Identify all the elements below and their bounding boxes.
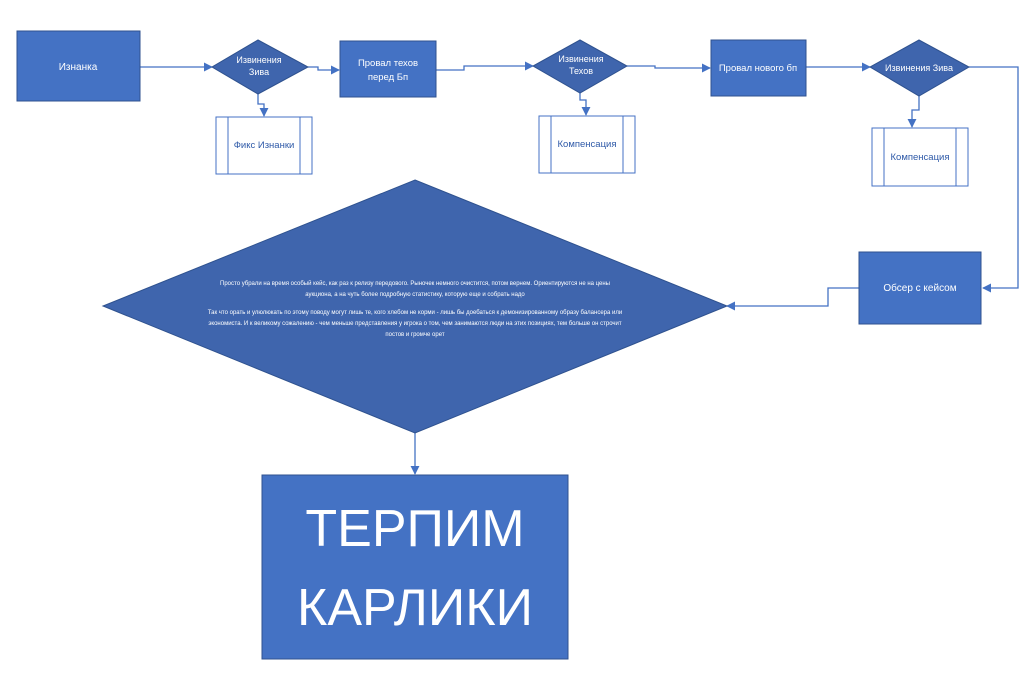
decision-big-line5: экономиста. И к великому сожалению - чем…	[208, 321, 622, 327]
process-proval-tehov: Провал техов перед Бп	[339, 40, 437, 98]
decision-1-label-line2: Зива	[249, 67, 269, 77]
connector-decision3-to-obser	[969, 66, 1019, 293]
decision-1: Извинения Зива	[211, 39, 310, 95]
connector-decision3-to-kompensaciya2	[907, 96, 920, 128]
process-proval-tehov-label-line1: Провал техов	[358, 58, 418, 69]
process-iznanka-label: Изнанка	[59, 62, 98, 73]
decision-1-label-line1: Извинения	[236, 55, 281, 65]
connector-decision1-to-fix	[257, 94, 269, 117]
process-proval-bp-label: Провал нового бп	[719, 63, 797, 74]
connector-proval-tehov-to-decision2	[436, 61, 534, 71]
subprocess-fix-iznanka-label: Фикс Изнанки	[234, 140, 295, 151]
process-obser: Обсер с кейсом	[858, 251, 982, 325]
connector-decision2-to-kompensaciya1	[579, 93, 591, 116]
decision-3-label: Извинения Зива	[885, 63, 953, 73]
subprocess-kompensaciya-2-label: Компенсация	[891, 152, 950, 163]
decision-2-label-line2: Техов	[569, 66, 593, 76]
process-iznanka: Изнанка	[16, 30, 141, 102]
connector-obser-to-big-decision	[726, 287, 859, 311]
decision-big-line4: Так что орать и улюлюкать по этому повод…	[208, 310, 622, 316]
process-final: ТЕРПИМ КАРЛИКИ	[261, 474, 569, 660]
decision-3: Извинения Зива	[868, 39, 971, 97]
subprocess-fix-iznanka: Фикс Изнанки	[215, 116, 313, 175]
process-final-label-line2: КАРЛИКИ	[297, 579, 533, 637]
subprocess-kompensaciya-1-label: Компенсация	[558, 139, 617, 150]
decision-big: Просто убрали на время особый кейс, как …	[101, 179, 729, 434]
connector-decision2-to-proval-bp	[627, 63, 711, 73]
process-proval-tehov-label-line2: перед Бп	[368, 72, 408, 83]
subprocess-kompensaciya-1: Компенсация	[538, 115, 636, 174]
process-final-label-line1: ТЕРПИМ	[305, 500, 524, 558]
connectors	[140, 61, 1019, 475]
decision-2-label-line1: Извинения	[558, 54, 603, 64]
decision-big-line6: постов и громче орет	[385, 332, 444, 338]
process-obser-label: Обсер с кейсом	[883, 282, 956, 294]
decision-big-line2: аукциона, а на чуть более подробную стат…	[305, 292, 525, 298]
decision-big-line1: Просто убрали на время особый кейс, как …	[220, 280, 610, 287]
subprocess-kompensaciya-2: Компенсация	[871, 127, 969, 187]
decision-2: Извинения Техов	[531, 39, 629, 94]
process-proval-bp: Провал нового бп	[710, 39, 807, 97]
connector-decision1-to-proval-tehov	[308, 65, 340, 75]
